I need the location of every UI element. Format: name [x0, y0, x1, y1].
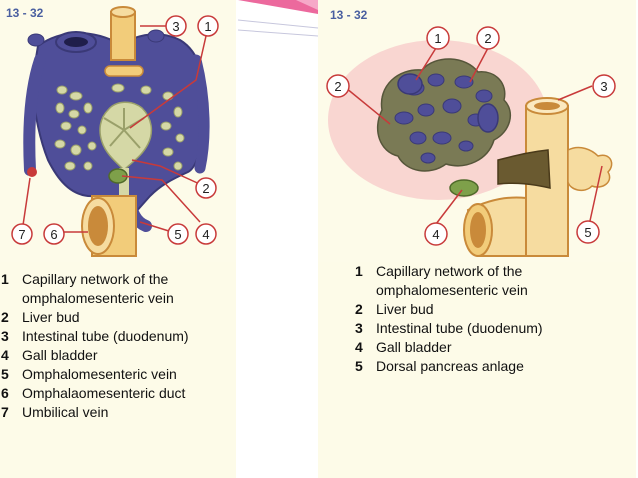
- svg-text:1: 1: [434, 31, 441, 46]
- callout-4: 4: [424, 222, 448, 246]
- svg-text:2: 2: [334, 79, 341, 94]
- callout-1: 1: [197, 15, 219, 37]
- svg-text:4: 4: [202, 227, 209, 242]
- callout-3: 3: [165, 15, 187, 37]
- omphalomesenteric-duct: [81, 195, 137, 257]
- callout-circles: 3 1 2 5 4: [11, 15, 219, 245]
- callout-7: 7: [11, 223, 33, 245]
- svg-text:5: 5: [174, 227, 181, 242]
- svg-text:2: 2: [484, 31, 491, 46]
- svg-text:3: 3: [172, 19, 179, 34]
- callout-1: 1: [426, 26, 450, 50]
- callout-6: 6: [43, 223, 65, 245]
- vein-island: [477, 103, 499, 133]
- callout-2: 2: [195, 177, 217, 199]
- callout-lines: [21, 25, 207, 233]
- svg-text:6: 6: [50, 227, 57, 242]
- pancreas-anlage: [567, 146, 613, 192]
- svg-text:3: 3: [600, 79, 607, 94]
- svg-text:7: 7: [18, 227, 25, 242]
- callout-2: 2: [476, 26, 500, 50]
- right-panel: 13 - 32: [318, 0, 636, 478]
- callout-5: 5: [167, 223, 189, 245]
- figure-label: 13 - 32: [330, 8, 368, 22]
- duct: [497, 149, 551, 189]
- callout-circles: 1 2 2 3 4: [326, 26, 616, 246]
- callout-lines: [345, 47, 603, 231]
- callout-4: 4: [195, 223, 217, 245]
- left-panel: 13 - 32: [0, 0, 236, 478]
- pink-decoration: [237, 0, 319, 37]
- callout-2: 2: [326, 74, 350, 98]
- svg-text:5: 5: [584, 225, 591, 240]
- gall-bladder: [449, 179, 479, 197]
- figure-label: 13 - 32: [6, 6, 44, 20]
- right-figure: 13 - 32: [318, 0, 636, 262]
- duodenum-lower: [463, 196, 527, 257]
- left-figure: 13 - 32: [0, 0, 236, 262]
- intestinal-tube: [104, 6, 144, 77]
- svg-text:4: 4: [432, 227, 439, 242]
- left-diagram: 3 1 2 5 4: [11, 6, 219, 257]
- callout-5: 5: [576, 220, 600, 244]
- callout-3: 3: [592, 74, 616, 98]
- svg-text:2: 2: [202, 181, 209, 196]
- svg-text:1: 1: [204, 19, 211, 34]
- right-diagram: 1 2 2 3 4: [326, 26, 616, 257]
